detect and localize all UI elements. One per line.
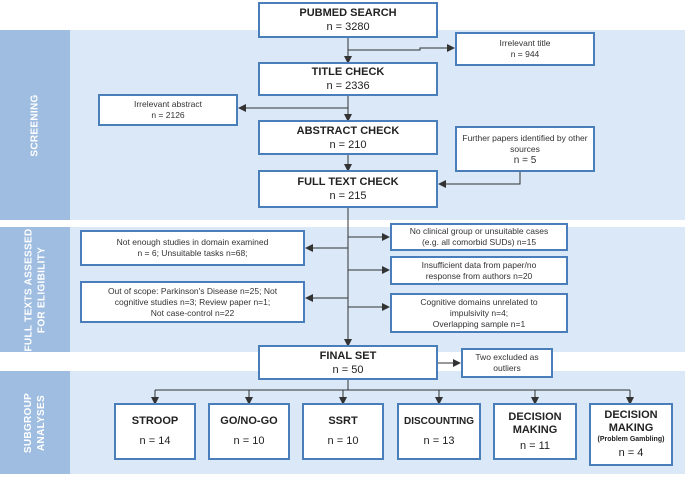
cognitive-domains-text: Cognitive domains unrelated to [420, 296, 538, 307]
final-set-title: FINAL SET [319, 349, 377, 362]
irrelevant-abstract-box: Irrelevant abstract n = 2126 [98, 94, 238, 126]
cognitive-domains-text-3: Overlapping sample n=1 [432, 318, 526, 329]
abstract-check-count: n = 210 [329, 138, 367, 151]
not-enough-studies-text-2: n = 6; Unsuitable tasks n=68; [137, 248, 248, 258]
not-enough-studies-box: Not enough studies in domain examined n … [80, 230, 305, 266]
ssrt-box: SSRT n = 10 [302, 403, 384, 460]
decision-making-gambling-box: DECISION MAKING (Problem Gambling) n = 4 [589, 403, 673, 466]
full-text-check-title: FULL TEXT CHECK [297, 176, 399, 188]
abstract-check-title: ABSTRACT CHECK [296, 124, 400, 137]
irrelevant-title-box: Irrelevant title n = 944 [455, 32, 595, 66]
full-text-check-count: n = 215 [329, 190, 367, 202]
further-papers-text-2: sources [510, 143, 540, 154]
abstract-check-box: ABSTRACT CHECK n = 210 [258, 120, 438, 155]
gonogo-count: n = 10 [233, 435, 265, 447]
decision-making-gambling-title-2: MAKING [608, 422, 654, 434]
title-check-count: n = 2336 [326, 80, 370, 92]
two-excluded-text-2: outliers [493, 363, 521, 373]
further-papers-count: n = 5 [513, 154, 537, 166]
arrow-to-irrelevant-title [348, 44, 455, 52]
arrow-from-further-papers [438, 172, 521, 188]
decision-making-gambling-count: n = 4 [618, 447, 644, 459]
discounting-box: DISCOUNTING n = 13 [397, 403, 481, 460]
cognitive-domains-box: Cognitive domains unrelated to impulsivi… [390, 293, 568, 333]
pubmed-search-title: PUBMED SEARCH [299, 7, 397, 19]
stroop-title: STROOP [131, 415, 179, 427]
gonogo-box: GO/NO-GO n = 10 [208, 403, 290, 460]
final-set-count: n = 50 [332, 363, 364, 376]
two-excluded-text: Two excluded as [475, 352, 539, 362]
out-of-scope-text: Out of scope: Parkinson's Disease n=25; … [107, 285, 278, 296]
insufficient-data-text-2: response from authors n=20 [425, 270, 533, 281]
decision-making-box: DECISION MAKING n = 11 [493, 403, 577, 460]
decision-making-title-2: MAKING [512, 423, 558, 436]
out-of-scope-text-2: cognitive studies n=3; Review paper n=1; [114, 296, 271, 307]
stroop-count: n = 14 [139, 435, 171, 447]
insufficient-data-text: Insufficient data from paper/no [421, 259, 537, 270]
insufficient-data-box: Insufficient data from paper/no response… [390, 256, 568, 285]
ssrt-count: n = 10 [327, 435, 359, 447]
stroop-box: STROOP n = 14 [114, 403, 196, 460]
discounting-count: n = 13 [423, 435, 455, 447]
full-text-check-box: FULL TEXT CHECK n = 215 [258, 170, 438, 208]
further-papers-box: Further papers identified by other sourc… [455, 126, 595, 172]
irrelevant-title-count: n = 944 [510, 49, 540, 59]
screening-band-label: SCREENING [0, 30, 70, 220]
decision-making-count: n = 11 [519, 439, 551, 452]
title-check-box: TITLE CHECK n = 2336 [258, 62, 438, 96]
further-papers-text: Further papers identified by other [462, 132, 588, 143]
irrelevant-title-text: Irrelevant title [499, 38, 551, 48]
decision-making-title-1: DECISION [508, 410, 562, 423]
irrelevant-abstract-text: Irrelevant abstract [133, 99, 203, 109]
decision-making-gambling-subtitle: (Problem Gambling) [597, 436, 665, 443]
not-enough-studies-text: Not enough studies in domain examined [116, 237, 269, 247]
discounting-title: DISCOUNTING [404, 416, 474, 427]
two-excluded-box: Two excluded as outliers [461, 348, 553, 378]
ssrt-title: SSRT [328, 415, 358, 427]
gonogo-title: GO/NO-GO [220, 415, 278, 427]
no-clinical-group-text: No clinical group or unsuitable cases [409, 226, 549, 236]
no-clinical-group-box: No clinical group or unsuitable cases (e… [390, 223, 568, 251]
decision-making-gambling-title-1: DECISION [604, 409, 658, 421]
out-of-scope-text-3: Not case-control n=22 [150, 307, 235, 318]
out-of-scope-box: Out of scope: Parkinson's Disease n=25; … [80, 281, 305, 323]
pubmed-search-count: n = 3280 [326, 21, 370, 33]
pubmed-search-box: PUBMED SEARCH n = 3280 [258, 2, 438, 38]
cognitive-domains-text-2: impulsivity n=4; [449, 307, 509, 318]
final-set-box: FINAL SET n = 50 [258, 345, 438, 380]
irrelevant-abstract-count: n = 2126 [151, 110, 185, 120]
title-check-title: TITLE CHECK [311, 66, 385, 78]
no-clinical-group-text-2: (e.g. all comorbid SUDs) n=15 [421, 237, 537, 247]
